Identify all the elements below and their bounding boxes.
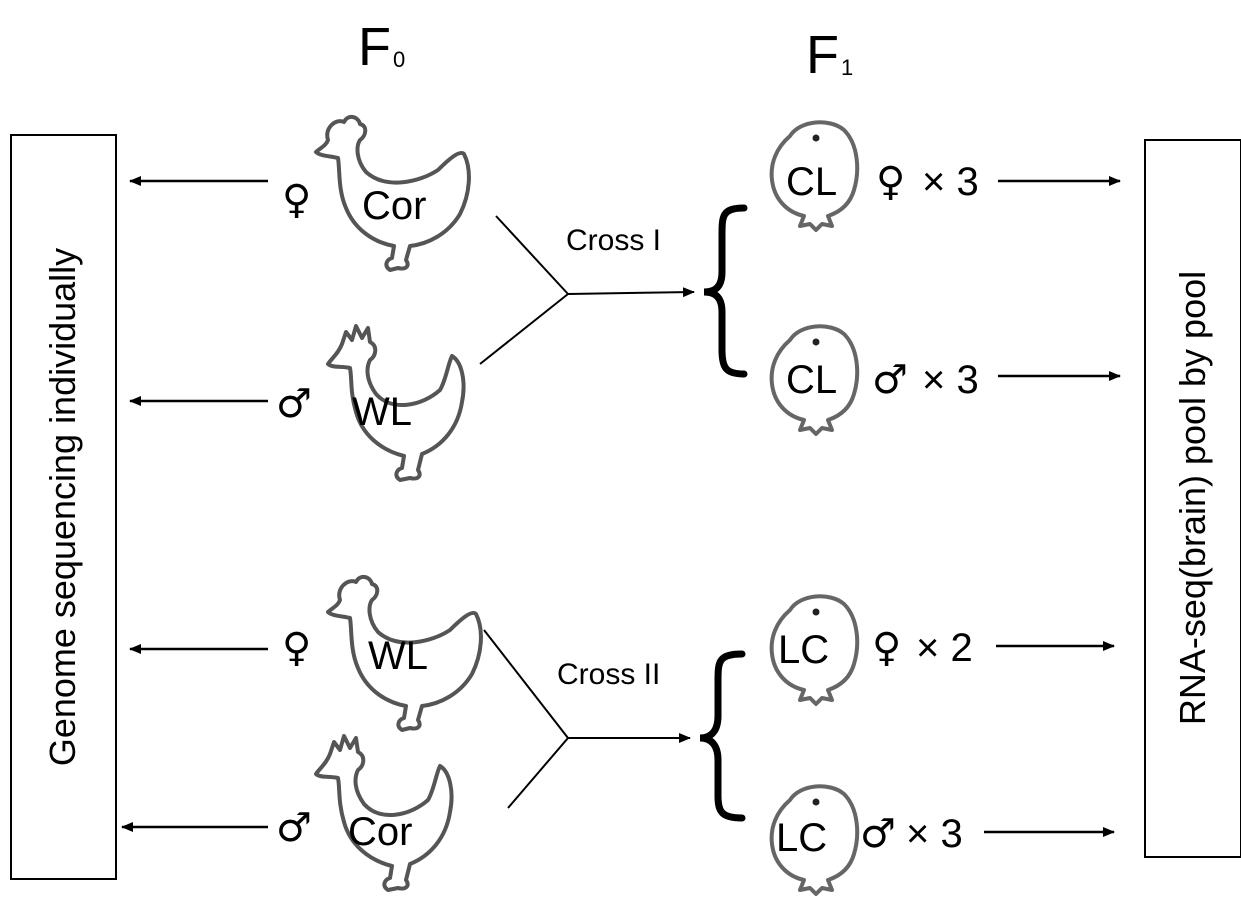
cross-1-female-breed: Cor — [362, 184, 427, 228]
cross-1-offspring-2-sex: ♂ — [872, 357, 908, 403]
cross-1-male-breed: WL — [352, 390, 412, 434]
cross-1-brace — [703, 204, 748, 378]
cross-2-line-female — [483, 629, 569, 739]
cross-1-offspring-2-count: × 3 — [922, 358, 979, 402]
cross-1-offspring-1-sex: ♀ — [876, 159, 906, 205]
cross-2-offspring-1-breed: LC — [778, 628, 830, 672]
cross-2-female-symbol: ♀ — [282, 625, 312, 671]
cross-1-line-female — [495, 215, 569, 295]
genome-sequencing-label: Genome sequencing individually — [42, 247, 83, 767]
cross-2-line-male — [507, 737, 569, 809]
cross-2-brace — [699, 650, 746, 822]
cross-1-arrow — [567, 287, 695, 298]
cross-2-male-symbol: ♂ — [276, 805, 312, 851]
rna-seq-label: RNA-seq(brain) pool by pool — [1172, 270, 1213, 726]
generation-f0-label: F0 — [358, 17, 406, 77]
cross-1-female-symbol: ♀ — [282, 177, 312, 223]
cross-1-offspring-2-breed: CL — [786, 358, 838, 402]
cross-2-female-breed: WL — [368, 634, 428, 678]
cross-1-line-male — [479, 293, 569, 365]
cross-2-offspring-1-count: × 2 — [916, 626, 973, 670]
cross-1-label: Cross I — [566, 224, 662, 257]
cross-1-offspring-1-count: × 3 — [922, 160, 979, 204]
cross-2-offspring-1-sex: ♀ — [872, 625, 902, 671]
cross-2-label: Cross II — [557, 658, 661, 691]
cross-2-offspring-2-breed: LC — [776, 816, 828, 860]
cross-1-male-symbol: ♂ — [276, 381, 312, 427]
rna-seq-box — [1144, 139, 1241, 858]
cross-2-offspring-2-count: × 3 — [906, 812, 963, 856]
cross-2-offspring-2-sex: ♂ — [860, 811, 896, 857]
cross-1-offspring-1-breed: CL — [786, 160, 838, 204]
genome-sequencing-box — [10, 134, 117, 880]
generation-f1-label: F1 — [806, 25, 854, 85]
cross-2-male-breed: Cor — [348, 810, 413, 854]
